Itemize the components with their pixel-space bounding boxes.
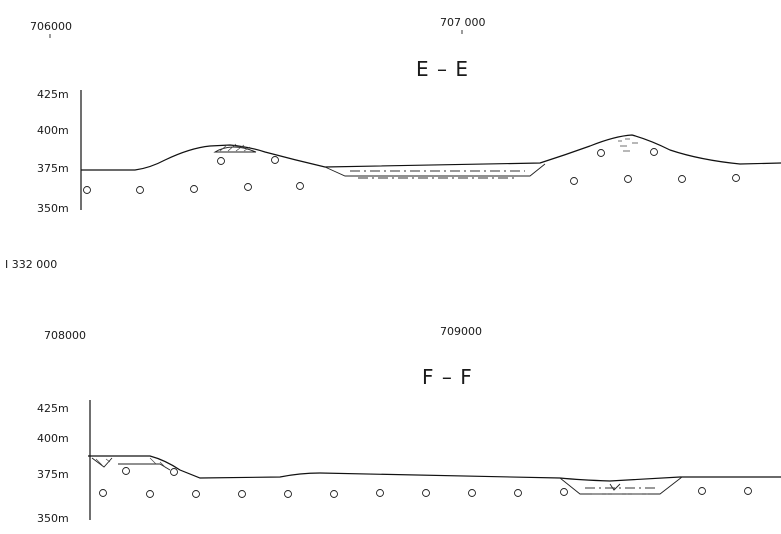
circle-icon [650,148,658,156]
coord-label-709000: 709000 [440,325,482,338]
elevation-label-350m: 350m [37,202,69,215]
circle-icon [422,489,430,497]
circle-icon [732,174,740,182]
circle-icon [122,467,130,475]
elevation-label-350m: 350m [37,512,69,525]
coord-label-708000: 708000 [44,329,86,342]
elevation-label-375m: 375m [37,162,69,175]
circle-icon [597,149,605,157]
channel-fill-dashes [585,487,655,495]
circle-icon [170,468,178,476]
circle-icon [514,489,522,497]
terrain-profile [81,134,781,171]
valley-fill-dashes [350,170,525,179]
coord-label-707000: 707 000 [440,16,486,29]
circle-icon [330,490,338,498]
circle-icon [284,490,292,498]
cut-hatch-left [95,457,167,469]
circle-icon [217,157,225,165]
section-title-e-e: E – E [416,57,469,81]
elevation-label-375m: 375m [37,468,69,481]
cut-lens-left [91,457,171,471]
valley-fill-outline [324,163,546,177]
hill-stipple-right [618,138,638,152]
circle-icon [744,487,752,495]
circle-icon [296,182,304,190]
terrain-profile [88,455,781,482]
circle-icon [698,487,706,495]
northing-label: I 332 000 [5,258,57,271]
circle-icon [192,490,200,498]
circle-icon [468,489,476,497]
channel-notch [609,483,621,491]
circle-icon [678,175,686,183]
circle-icon [244,183,252,191]
circle-icon [136,186,144,194]
circle-icon [624,175,632,183]
elevation-label-425m: 425m [37,402,69,415]
circle-icon [190,185,198,193]
circle-icon [238,490,246,498]
circle-icon [271,156,279,164]
hill-lens-left [213,146,257,153]
section-e-e: 706000 707 000 E – E 425m 400m 375m 350m [30,16,781,215]
coord-label-706000: 706000 [30,20,72,33]
circle-icon [570,177,578,185]
circle-icon [146,490,154,498]
hill-hatch-left [219,143,251,152]
circle-icon [83,186,91,194]
circle-icon [560,488,568,496]
elevation-label-425m: 425m [37,88,69,101]
circle-icon [376,489,384,497]
circle-icon [99,489,107,497]
elevation-label-400m: 400m [37,432,69,445]
section-title-f-f: F – F [422,365,473,389]
section-f-f: 708000 709000 F – F 425m 400m 375m 350m [37,325,781,525]
elevation-label-400m: 400m [37,124,69,137]
